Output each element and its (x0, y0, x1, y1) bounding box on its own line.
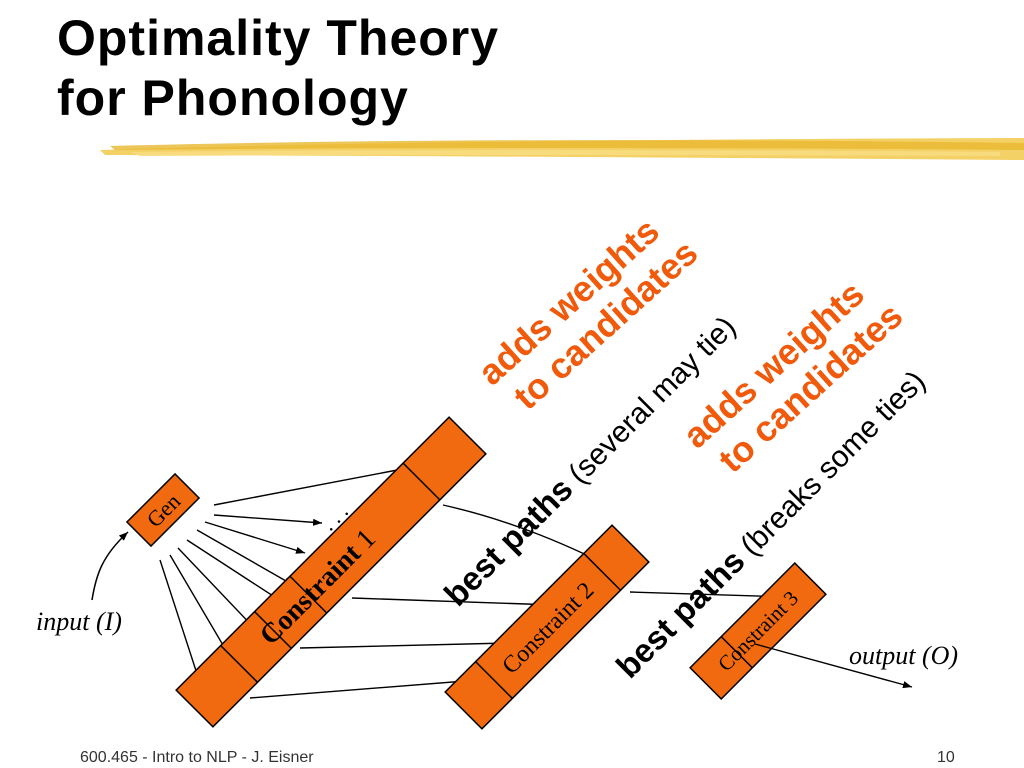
title-line-1: Optimality Theory (57, 10, 500, 66)
gen-box: Gen (125, 472, 201, 548)
slide-footer: 600.465 - Intro to NLP - J. Eisner (80, 749, 314, 766)
title-highlight-stroke (100, 138, 1024, 160)
constraint-1-box: Constraint 1 (175, 416, 487, 728)
gen-candidate-arrows (159, 465, 414, 684)
page-number: 10 (937, 749, 955, 766)
input-label: input (I) (36, 607, 122, 636)
annotation-2: adds weights to candidates (675, 273, 910, 481)
output-label: output (O) (849, 641, 958, 670)
input-arrow (91, 531, 129, 601)
slide-title: Optimality Theory for Phonology (57, 8, 499, 128)
title-line-2: for Phonology (57, 70, 409, 126)
output-arrow (754, 643, 913, 689)
